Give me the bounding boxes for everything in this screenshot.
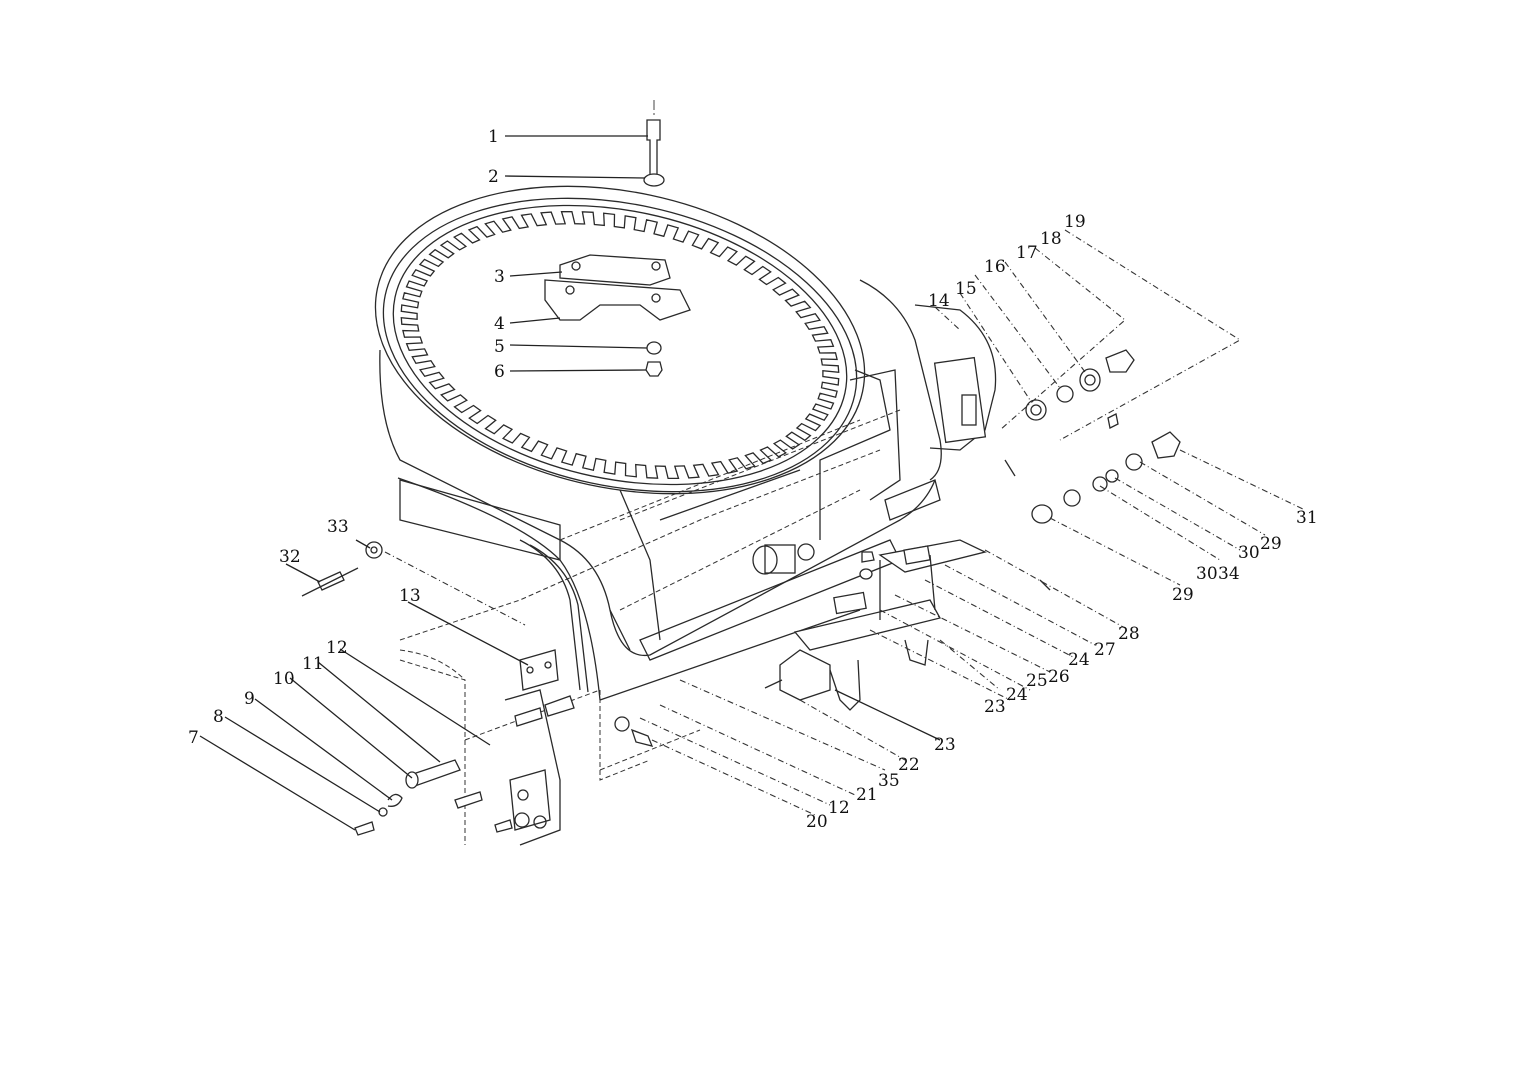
label-22: 22	[898, 755, 920, 775]
callout-labels: 1 2 3 4 5 6 7 8 9 10 11 12 13 32 33 14 1…	[188, 127, 1318, 832]
ring-9	[387, 793, 403, 807]
label-11: 11	[302, 654, 324, 674]
label-23a: 23	[984, 697, 1006, 717]
label-23b: 23	[934, 735, 956, 755]
label-9: 9	[244, 689, 255, 709]
label-25: 25	[1026, 671, 1048, 691]
housing-body	[374, 185, 997, 846]
washer-20	[614, 716, 630, 732]
pin-7	[354, 821, 375, 836]
washer-5	[646, 341, 662, 355]
label-31: 31	[1296, 508, 1318, 528]
label-20: 20	[806, 812, 828, 832]
label-29a: 29	[1172, 585, 1194, 605]
label-28: 28	[1118, 624, 1140, 644]
pin-19	[1107, 413, 1119, 429]
label-19: 19	[1064, 212, 1086, 232]
cylinder-23	[779, 649, 831, 701]
leader-lines	[199, 135, 1306, 831]
washer-33	[365, 541, 383, 559]
label-17: 17	[1016, 243, 1038, 263]
bolt-1	[646, 119, 661, 176]
gear-outer-rim	[392, 204, 848, 486]
nut-25	[861, 551, 875, 563]
label-6: 6	[494, 362, 505, 382]
label-24a: 24	[1006, 685, 1028, 705]
label-12a: 12	[326, 638, 348, 658]
nut-31	[1151, 431, 1181, 459]
washer-30b	[1105, 469, 1119, 483]
clamp-plate-3	[559, 254, 671, 286]
washer-16	[1056, 385, 1074, 403]
label-1: 1	[488, 127, 499, 147]
washer-14	[1025, 399, 1047, 421]
label-26: 26	[1048, 667, 1070, 687]
clamp-block-4	[544, 279, 691, 321]
parts	[301, 100, 1181, 836]
washer-34	[1092, 476, 1108, 492]
label-10: 10	[273, 669, 295, 689]
label-5: 5	[494, 337, 505, 357]
washer-2	[643, 173, 665, 187]
label-8: 8	[213, 707, 224, 727]
nut-18	[1105, 349, 1135, 373]
nut-6	[645, 361, 663, 377]
label-34: 34	[1218, 564, 1240, 584]
ring-gear	[392, 204, 848, 486]
label-16: 16	[984, 257, 1006, 277]
label-3: 3	[494, 267, 505, 287]
label-30b: 30	[1238, 543, 1260, 563]
washer-8	[378, 807, 388, 817]
label-4: 4	[494, 314, 505, 334]
bracket-plate-24	[793, 599, 941, 651]
washer-30	[1063, 489, 1081, 507]
label-33: 33	[327, 517, 349, 537]
washer-17	[1079, 368, 1101, 392]
label-14: 14	[928, 291, 950, 311]
washer-29b	[1125, 453, 1143, 471]
bolt-20	[630, 728, 654, 747]
washer-29	[1031, 504, 1053, 524]
label-15: 15	[955, 279, 977, 299]
label-27: 27	[1094, 640, 1116, 660]
label-32: 32	[279, 547, 301, 567]
label-12b: 12	[828, 798, 850, 818]
bracket-plate-27	[878, 539, 987, 573]
label-29b: 29	[1260, 534, 1282, 554]
label-24b: 24	[1068, 650, 1090, 670]
label-18: 18	[1040, 229, 1062, 249]
washer-26	[859, 568, 873, 580]
block-13	[519, 649, 559, 691]
label-7: 7	[188, 728, 199, 748]
label-21: 21	[856, 785, 878, 805]
label-13: 13	[399, 586, 421, 606]
label-30a: 30	[1196, 564, 1218, 584]
label-2: 2	[488, 167, 499, 187]
label-35: 35	[878, 771, 900, 791]
gear-teeth	[400, 210, 840, 480]
